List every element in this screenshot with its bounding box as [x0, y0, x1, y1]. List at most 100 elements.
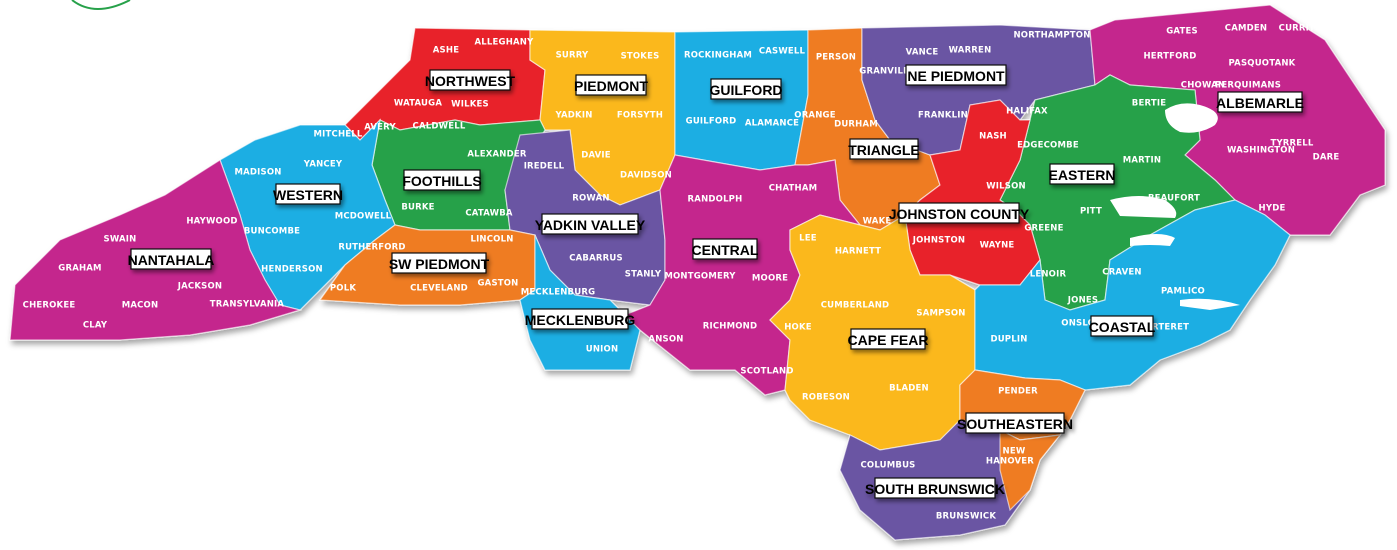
region-label-box [898, 202, 1020, 224]
county-label: CARTERET [1139, 323, 1189, 333]
region-label-text: SOUTHEASTERN [957, 416, 1073, 432]
region-label-text: MECKLENBURG [525, 312, 636, 328]
county-label: CLEVELAND [410, 284, 468, 294]
county-label: WAYNE [980, 241, 1015, 251]
region-label-box [874, 477, 996, 499]
county-label: PAMLICO [1161, 287, 1205, 297]
county-label: GRAHAM [58, 264, 101, 274]
county-label: DURHAM [834, 120, 878, 130]
region-label-text: PIEDMONT [574, 78, 648, 94]
county-label: JOHNSTON [912, 236, 965, 246]
county-label: HAYWOOD [186, 217, 237, 227]
county-label: HALIFAX [1006, 107, 1048, 117]
county-label: BERTIE [1132, 99, 1166, 109]
county-label: MECKLENBURG [521, 288, 596, 298]
county-label: WILKES [451, 100, 489, 110]
county-label: LEE [799, 234, 817, 244]
county-label: ROWAN [572, 194, 609, 204]
county-label: PITT [1080, 207, 1102, 217]
region-label-box [849, 138, 919, 160]
county-label: FORSYTH [617, 111, 663, 121]
region-label-box [130, 248, 212, 270]
region-label-box [710, 78, 782, 100]
region-label-text: NORTHWEST [425, 73, 516, 89]
county-label: MITCHELL [313, 130, 362, 140]
county-label: PENDER [998, 387, 1038, 397]
region-label-text: YADKIN VALLEY [535, 217, 646, 233]
county-label: ASHE [433, 46, 459, 56]
region-label-text: SW PIEDMONT [389, 256, 490, 272]
county-label: ALLEGHANY [475, 38, 535, 48]
county-label: CHATHAM [769, 184, 818, 194]
county-label: NASH [979, 132, 1007, 142]
county-label: HOKE [784, 323, 812, 333]
region-label-central: CENTRAL [692, 238, 759, 260]
county-label: EDGECOMBE [1017, 141, 1079, 151]
region-label-south-brunswick: SOUTH BRUNSWICK [865, 477, 1005, 499]
county-label: MONTGOMERY [664, 272, 736, 282]
region-label-text: COASTAL [1089, 319, 1156, 335]
county-label: CURRITUCK [1279, 24, 1336, 34]
county-label: SWAIN [104, 235, 137, 245]
county-label: LENOIR [1030, 270, 1067, 280]
county-label: COLUMBUS [860, 461, 915, 471]
county-label: ROBESON [802, 393, 850, 403]
county-label: STANLY [625, 270, 662, 280]
county-label: ALEXANDER [467, 150, 527, 160]
region-label-albemarle: ALBEMARLE [1216, 91, 1304, 113]
region-label-triangle: TRIANGLE [848, 138, 920, 160]
region-label-foothills: FOOTHILLS [402, 169, 482, 191]
county-label: HENDERSON [261, 265, 323, 275]
county-label: CUMBERLAND [821, 301, 890, 311]
region-label-text: TRIANGLE [848, 142, 920, 158]
county-label: NORTHAMPTON [1013, 31, 1090, 41]
region-label-text: JOHNSTON COUNTY [889, 206, 1030, 222]
county-label: UNION [586, 345, 619, 355]
region-shape-johnston-county [904, 99, 1041, 286]
region-label-mecklenburg: MECKLENBURG [525, 308, 636, 330]
county-label: BLADEN [889, 384, 929, 394]
region-label-text: FOOTHILLS [402, 173, 481, 189]
region-label-text: WESTERN [273, 187, 343, 203]
county-label: WAKE [863, 217, 892, 227]
region-label-text: NANTAHALA [128, 252, 215, 268]
county-label: MACON [122, 301, 159, 311]
county-label: PERSON [816, 53, 856, 63]
region-label-box [391, 252, 487, 274]
county-label: ONSLOW [1061, 319, 1105, 329]
county-label: VANCE [906, 48, 939, 58]
county-label: HERTFORD [1143, 52, 1196, 62]
county-label: PASQUOTANK [1229, 59, 1296, 69]
county-label: GUILFORD [686, 117, 737, 127]
county-label: WILSON [986, 182, 1026, 192]
region-label-box [692, 238, 758, 260]
region-shape-southeastern [999, 429, 1062, 512]
region-label-box [429, 69, 511, 91]
county-label: AVERY [364, 123, 396, 133]
county-label: CRAVEN [1102, 268, 1141, 278]
region-label-box [275, 183, 341, 205]
county-label: JACKSON [177, 282, 222, 292]
county-label: PERQUIMANS [1215, 81, 1281, 91]
region-label-coastal: COASTAL [1089, 315, 1156, 337]
region-shape-mecklenburg [519, 234, 641, 371]
region-label-box [575, 74, 647, 96]
county-label: WATAUGA [394, 99, 442, 109]
county-label: DUPLIN [990, 335, 1027, 345]
region-label-nantahala: NANTAHALA [128, 248, 215, 270]
logo-ring-fragment [71, 0, 131, 10]
county-label: TRANSYLVANIA [210, 300, 285, 310]
region-label-guilford: GUILFORD [709, 78, 783, 100]
county-label: BEAUFORT [1148, 194, 1200, 204]
region-label-eastern: EASTERN [1049, 163, 1115, 185]
county-label: SAMPSON [916, 309, 965, 319]
county-label: RICHMOND [703, 322, 758, 332]
county-label: ANSON [648, 335, 683, 345]
region-label-sw-piedmont: SW PIEDMONT [389, 252, 490, 274]
county-label: HANOVER [986, 457, 1034, 467]
county-label: TYRRELL [1270, 139, 1313, 149]
county-label: DAVIE [581, 151, 611, 161]
county-label: CLAY [83, 321, 108, 331]
